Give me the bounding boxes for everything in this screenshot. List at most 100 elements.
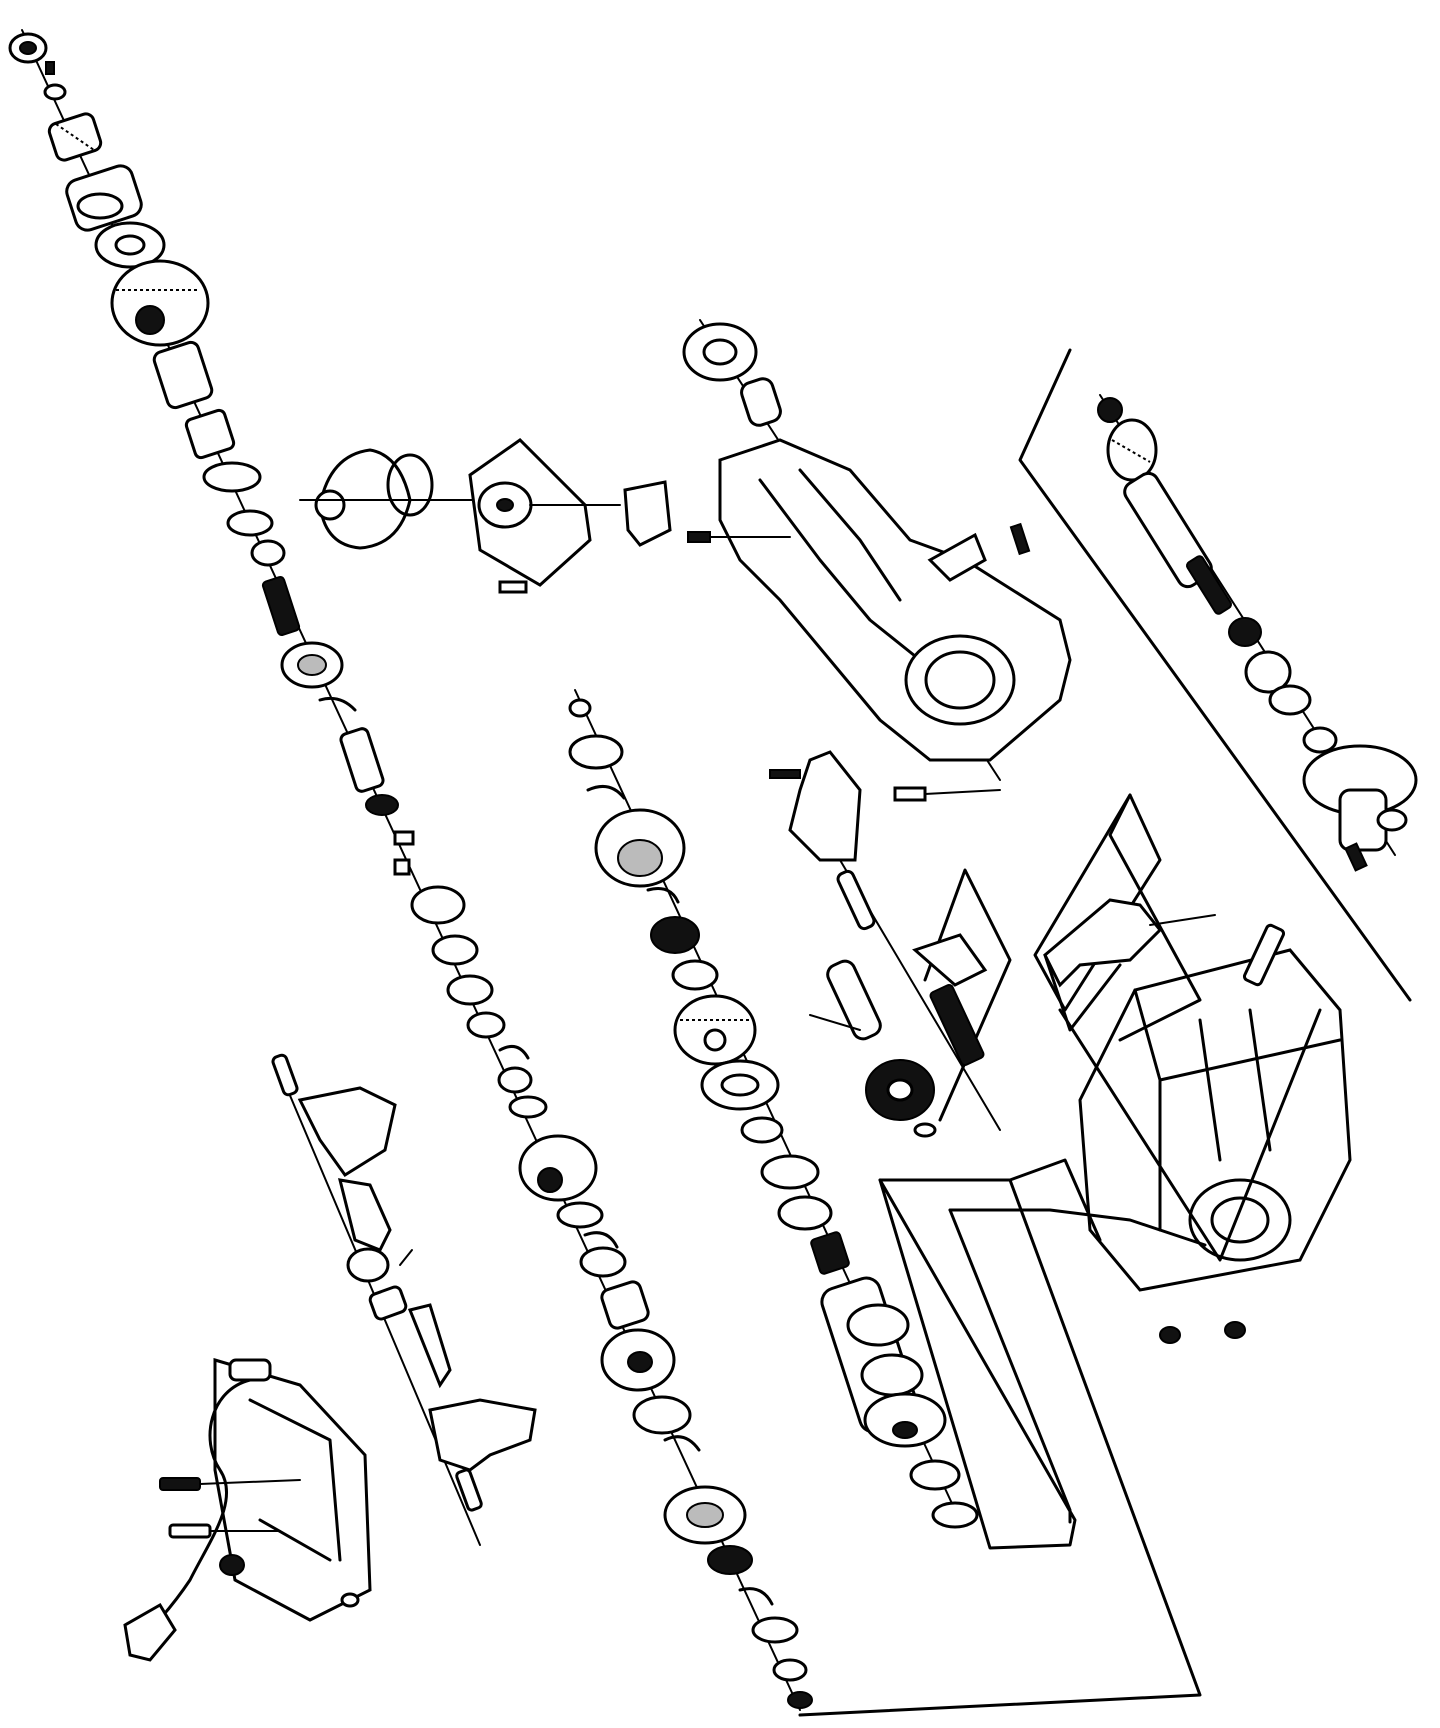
thrust-washer-part: [466, 1011, 506, 1039]
switch-plug-part: [123, 1602, 177, 1662]
cone-part: [579, 1246, 627, 1278]
housing-mount-ear-part: [927, 532, 987, 582]
frame-line-a: [878, 1158, 1102, 1242]
needle-bearing-part: [250, 539, 286, 567]
counter-clip-part: [586, 784, 626, 800]
cover-stud-part: [340, 1592, 360, 1608]
detent-spring-part: [687, 531, 711, 543]
fork-pin-lower-part: [455, 1468, 483, 1512]
rail-block-part: [368, 1285, 408, 1321]
tapered-bearing-part: [707, 1545, 753, 1575]
case-bore-part: [1188, 1178, 1292, 1262]
housing-bolt-part: [1009, 522, 1031, 556]
small-washer-part: [45, 61, 55, 75]
fourth-gear-part: [600, 1328, 676, 1392]
spring-clip-part: [663, 1435, 701, 1452]
third-gear-part: [518, 1134, 598, 1202]
bushing-part: [740, 377, 782, 427]
gasket-ring-part: [386, 453, 434, 517]
cover-bolt-part: [498, 580, 528, 594]
input-gear-part: [1106, 418, 1158, 482]
sleeve-part: [152, 340, 214, 410]
idler-washer-part: [913, 1122, 937, 1138]
housing-body-part: [718, 438, 1072, 762]
upper-fork-part: [297, 1086, 397, 1178]
collar-part: [508, 1095, 548, 1119]
input-spline-part: [1185, 555, 1233, 615]
counter-bearing-part: [760, 1154, 820, 1190]
snap-ring-part: [43, 83, 67, 101]
second-gear-part: [280, 641, 344, 689]
input-shaft-assembly: [1018, 348, 1418, 1002]
reverse-idler-assembly: [769, 750, 1216, 1138]
rail-plate-part: [337, 1178, 392, 1252]
counter-ring-part: [646, 887, 680, 904]
counter-shaft-assembly: [568, 689, 979, 1529]
cover-bolt-upper-part: [159, 1477, 201, 1491]
side-cover-part: [213, 1357, 372, 1622]
race-ring-part: [202, 461, 262, 493]
counter-nut-part: [568, 698, 592, 718]
case-frame-line: [1033, 793, 1162, 1012]
shift-spring-part: [929, 983, 985, 1067]
input-race-part: [1244, 650, 1292, 694]
synchro-ring-part: [431, 934, 479, 966]
housing-bore-part: [904, 634, 1016, 726]
circlip-part: [583, 1231, 619, 1249]
splined-shaft-part: [261, 576, 301, 636]
housing-screw-part: [893, 786, 927, 802]
input-bearing-part: [1228, 617, 1262, 647]
retainer-bolt-part: [1344, 842, 1368, 872]
speedo-pinion-part: [1242, 923, 1286, 987]
fill-plug-part: [1224, 1321, 1246, 1339]
frame-line-b: [798, 1178, 1202, 1717]
spacer-ring-part: [556, 1201, 604, 1229]
retaining-clip-part: [498, 1044, 530, 1060]
bearing-retainer-part: [1302, 744, 1418, 852]
gearbox-case: [1033, 793, 1352, 1344]
fork-pin-part: [769, 769, 801, 779]
counter-end-bearing-part: [909, 1459, 961, 1491]
counter-bearing-cup-part: [777, 1195, 833, 1231]
counter-washer-part: [568, 734, 624, 770]
counter-end-ring-part: [931, 1501, 979, 1529]
counter-flange-part: [700, 1059, 780, 1111]
end-ring-part: [772, 1658, 808, 1682]
bearing-drum-part: [65, 164, 143, 232]
output-shaft-part: [339, 727, 385, 793]
end-washer-part: [751, 1616, 799, 1644]
cover-bolt-lower-part: [168, 1523, 212, 1539]
large-gear-part: [110, 259, 210, 347]
input-snap-ring-part: [1268, 684, 1312, 716]
counter-synchro-part: [650, 916, 700, 954]
shift-fork-upper-part: [788, 750, 862, 862]
main-shaft-assembly: [8, 29, 813, 1711]
assembly-frame-lines: [798, 793, 1207, 1717]
end-clip-part: [738, 1587, 774, 1606]
backup-switch-part: [219, 1554, 245, 1576]
bearing-cup-part: [632, 1395, 692, 1435]
small-bushing-part: [393, 858, 411, 876]
oil-seal-part: [682, 322, 758, 382]
fork-rail-part: [836, 869, 876, 931]
shift-block-part: [623, 480, 672, 547]
switch-wire-part: [138, 1378, 252, 1642]
bearing-race-part: [410, 885, 466, 925]
extension-housing: [682, 319, 1072, 802]
switch-connector-part: [228, 1358, 272, 1382]
spacer-part: [184, 408, 236, 460]
rail-bushing-part: [346, 1247, 390, 1283]
small-bearing-part: [497, 1066, 533, 1094]
rail-end-part: [271, 1053, 299, 1097]
rail-link-part: [407, 1303, 452, 1389]
shaft-bearing-part: [365, 794, 399, 816]
counter-shaft-end-part: [810, 1231, 850, 1275]
clip-part: [318, 696, 357, 712]
lock-ball-part: [393, 830, 415, 846]
counter-drum-part: [594, 808, 686, 888]
selector-lever-part: [1043, 898, 1163, 988]
interlock-part: [912, 933, 988, 987]
counter-large-gear-part: [673, 994, 757, 1066]
shift-fork-rail-assembly: [271, 1053, 537, 1546]
